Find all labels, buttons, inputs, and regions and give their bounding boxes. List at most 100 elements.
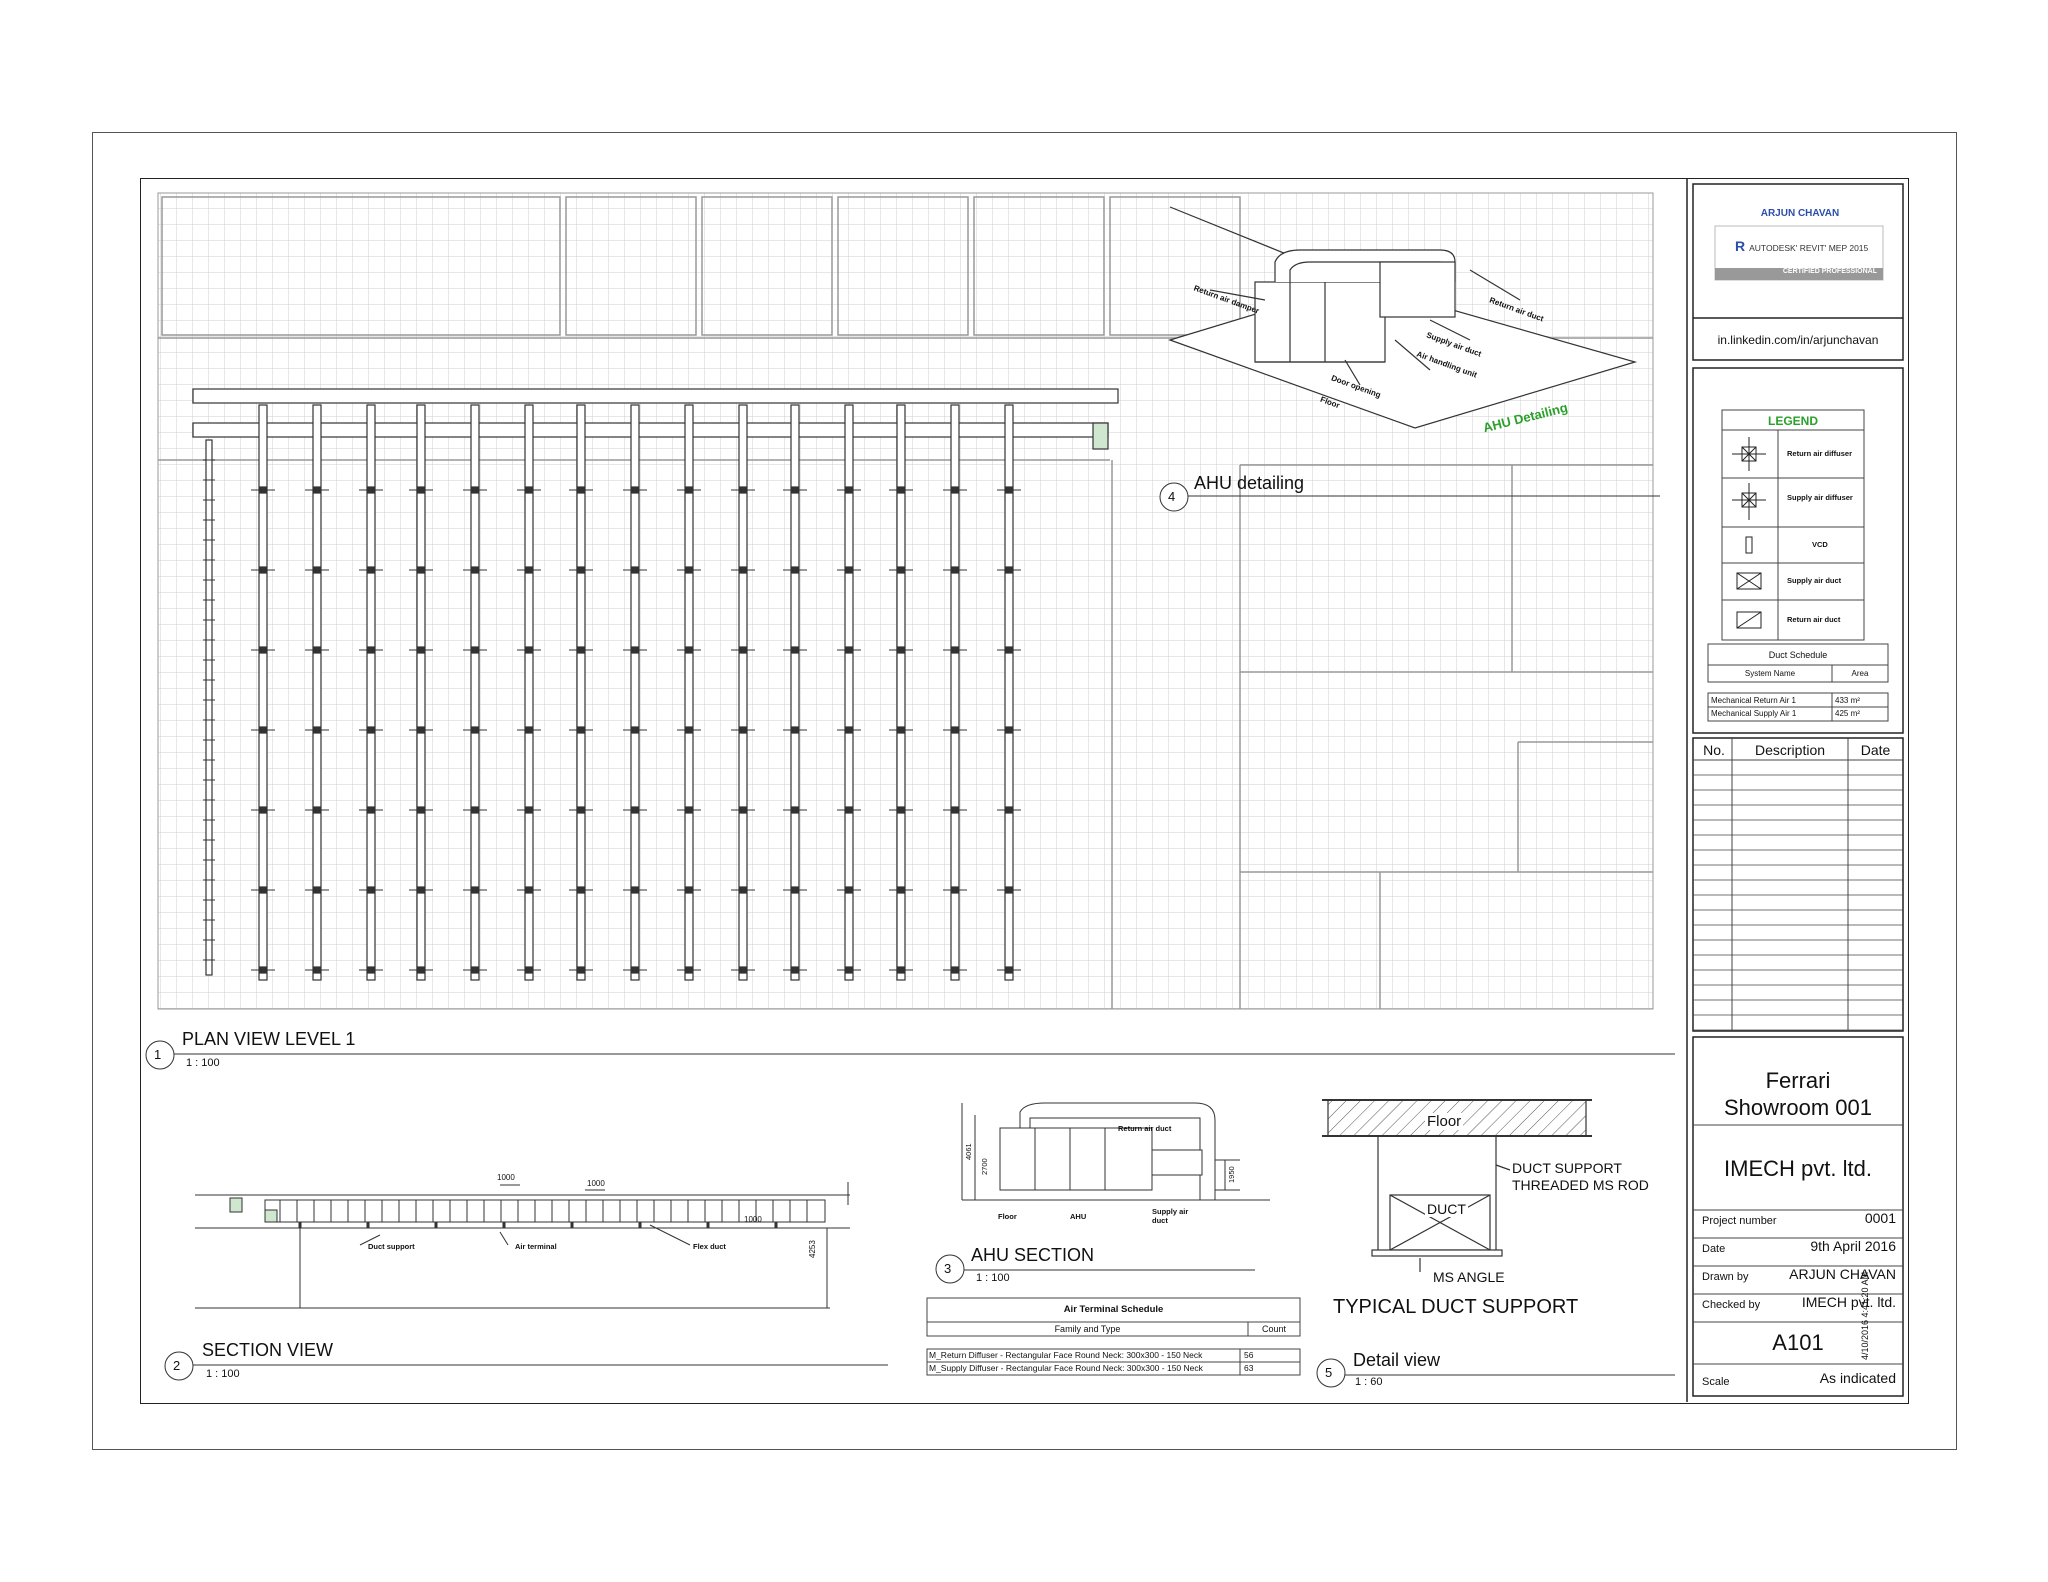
revision-header-description: Description: [1754, 742, 1826, 758]
diffuser: [845, 646, 853, 654]
legend-label: Supply air duct: [1787, 576, 1842, 585]
diffuser: [685, 646, 693, 654]
return-header-duct: [192, 422, 1109, 438]
branch-duct: [312, 404, 322, 981]
diffuser: [577, 966, 585, 974]
diffuser: [897, 646, 905, 654]
field-label: Date: [1702, 1243, 1726, 1255]
diffuser: [951, 566, 959, 574]
branch-duct: [258, 404, 268, 981]
diffuser: [897, 966, 905, 974]
diffuser: [471, 486, 479, 494]
diffuser: [471, 886, 479, 894]
dimension-label: 2700: [980, 1158, 989, 1175]
diffuser: [685, 566, 693, 574]
diffuser: [259, 566, 267, 574]
project-name: Ferrari: [1765, 1068, 1831, 1093]
field-value: 0001: [1864, 1210, 1896, 1226]
air-terminal-cell: 56: [1244, 1350, 1254, 1360]
support-floor-label: Floor: [1425, 1113, 1464, 1130]
sheet-outer-border: [92, 132, 1957, 1450]
diffuser: [951, 486, 959, 494]
diffuser: [897, 806, 905, 814]
branch-duct: [630, 404, 640, 981]
diffuser: [897, 486, 905, 494]
diffuser: [259, 886, 267, 894]
ahu-section-label: Return air duct: [1118, 1124, 1172, 1133]
section-view-ticks: [279, 1200, 808, 1228]
diffuser: [417, 726, 425, 734]
dimension-label: 1000: [587, 1179, 605, 1188]
view-title-ahu-section: AHU SECTION: [971, 1245, 1095, 1265]
diffuser: [1005, 566, 1013, 574]
duct-schedule-cell: 433 m²: [1835, 696, 1860, 705]
diffuser: [417, 806, 425, 814]
support-angle-label: MS ANGLE: [1433, 1269, 1505, 1285]
diffuser: [951, 646, 959, 654]
diffuser: [471, 646, 479, 654]
diffuser: [631, 886, 639, 894]
section-label: Flex duct: [693, 1242, 726, 1251]
diffuser: [1005, 486, 1013, 494]
diffuser: [685, 726, 693, 734]
ahu-3d-drawing: [1168, 206, 1638, 429]
diffuser: [259, 806, 267, 814]
typical-duct-support-title: TYPICAL DUCT SUPPORT: [1333, 1296, 1579, 1318]
dimension-label: 1000: [497, 1173, 515, 1182]
return-branch-duct: [205, 439, 213, 976]
ahu-connection: [1092, 422, 1109, 450]
diffuser: [259, 966, 267, 974]
diffuser: [845, 966, 853, 974]
branch-duct: [1004, 404, 1014, 981]
revision-header-date: Date: [1860, 742, 1891, 758]
diffuser: [791, 886, 799, 894]
view-title-plan: PLAN VIEW LEVEL 1: [182, 1029, 356, 1049]
diffuser: [685, 806, 693, 814]
branch-duct: [738, 404, 748, 981]
diffuser: [577, 806, 585, 814]
supply-air-diffuser-icon: [1732, 483, 1766, 520]
diffuser: [525, 886, 533, 894]
timestamp: 4/10/2016 4:41:20 AM: [1860, 1271, 1870, 1360]
company-name: IMECH pvt. ltd.: [1724, 1156, 1872, 1181]
revision-header-no: No.: [1703, 742, 1725, 758]
branch-duct: [896, 404, 906, 981]
linkedin-link[interactable]: in.linkedin.com/in/arjunchavan: [1717, 333, 1879, 347]
sheet-inner-border: [140, 178, 1909, 1404]
diffuser: [367, 966, 375, 974]
support-rod-label: DUCT SUPPORT: [1512, 1160, 1622, 1176]
duct-schedule-header: System Name: [1744, 669, 1796, 678]
field-value: 9th April 2016: [1810, 1238, 1896, 1254]
diffuser: [897, 886, 905, 894]
diffuser: [525, 566, 533, 574]
dimension-label: 4061: [964, 1143, 973, 1160]
duct-schedule-cell: Mechanical Supply Air 1: [1711, 709, 1797, 718]
support-duct-label: DUCT: [1425, 1201, 1468, 1217]
diffuser: [791, 966, 799, 974]
diffuser: [951, 886, 959, 894]
branch-duct: [684, 404, 694, 981]
branch-duct: [416, 404, 426, 981]
air-terminal-cell: M_Return Diffuser - Rectangular Face Rou…: [929, 1350, 1203, 1360]
duct-schedule-header: Area: [1851, 669, 1869, 678]
diffuser: [367, 566, 375, 574]
branch-duct: [470, 404, 480, 981]
diffuser: [367, 886, 375, 894]
air-terminal-cell: M_Supply Diffuser - Rectangular Face Rou…: [929, 1363, 1203, 1373]
diffuser: [259, 726, 267, 734]
diffuser: [525, 806, 533, 814]
supply-air-duct-icon: [1736, 572, 1762, 590]
view-number: 5: [1325, 1365, 1333, 1380]
vcd-icon: [1745, 536, 1753, 554]
section-view-drawing: [195, 1182, 850, 1309]
diffuser: [845, 726, 853, 734]
diffuser: [951, 726, 959, 734]
diffuser: [577, 646, 585, 654]
diffuser: [417, 566, 425, 574]
diffuser: [791, 806, 799, 814]
diffuser: [471, 726, 479, 734]
diffuser: [791, 646, 799, 654]
diffuser: [951, 806, 959, 814]
